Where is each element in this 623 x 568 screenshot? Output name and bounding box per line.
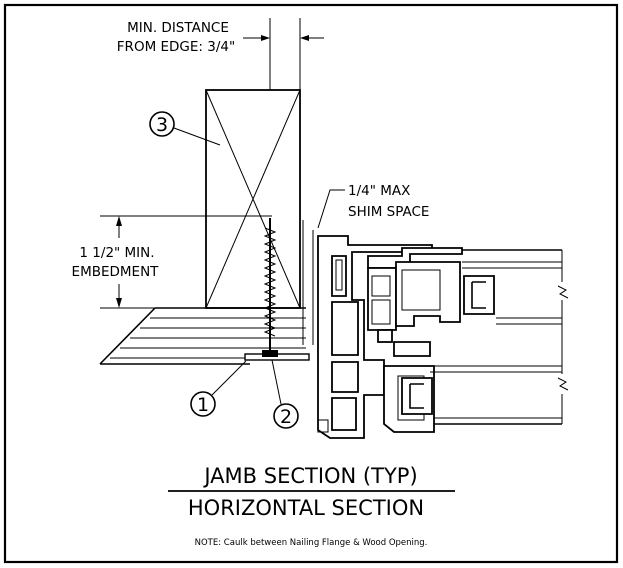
callout-3-circle xyxy=(149,111,175,137)
callout-2-circle xyxy=(273,403,299,429)
callout-2-leader xyxy=(271,359,282,405)
caulk-note: NOTE: Caulk between Nailing Flange & Woo… xyxy=(195,538,428,548)
shim-space-label-line1: 1/4" MAX xyxy=(348,183,410,199)
embedment-dimension xyxy=(100,215,272,309)
callout-2-number: 2 xyxy=(280,406,292,428)
callout-1-number: 1 xyxy=(197,394,209,416)
title-line1: JAMB SECTION (TYP) xyxy=(202,464,417,488)
shim-space-leader xyxy=(317,189,345,229)
fastener-screw xyxy=(262,218,278,357)
shim-space-label-line2: SHIM SPACE xyxy=(348,204,429,220)
glazing-unit xyxy=(401,249,569,425)
callout-3-number: 3 xyxy=(156,114,168,136)
wood-block xyxy=(205,89,301,309)
min-distance-label-line2: FROM EDGE: 3/4" xyxy=(117,39,235,55)
callout-1-leader xyxy=(211,360,247,396)
wall-substrate xyxy=(99,307,306,365)
embedment-label-line2: EMBEDMENT xyxy=(72,264,160,280)
callout-1-circle xyxy=(190,391,216,417)
embedment-label-line1: 1 1/2" MIN. xyxy=(79,245,154,261)
drawing-border xyxy=(3,3,619,564)
min-distance-label-line1: MIN. DISTANCE xyxy=(127,20,229,36)
title-line2: HORIZONTAL SECTION xyxy=(188,496,424,520)
callout-3-leader xyxy=(173,127,221,146)
window-frame-profile xyxy=(317,235,463,439)
